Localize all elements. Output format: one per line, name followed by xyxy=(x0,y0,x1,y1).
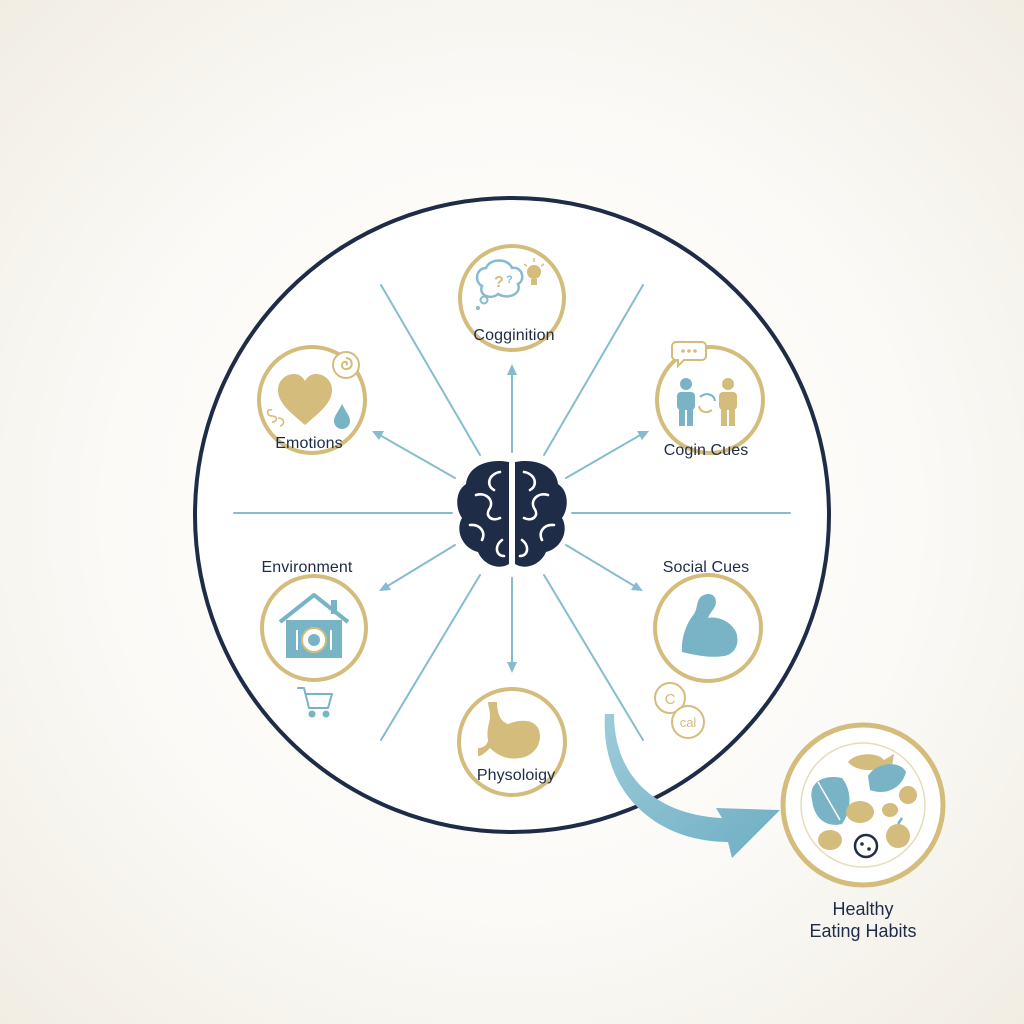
wind-swirl-icon xyxy=(266,408,285,427)
node-label-social-cues: Social Cues xyxy=(662,559,750,576)
node-label-cogin-cues: Cogin Cues xyxy=(663,442,749,459)
heart-icon xyxy=(278,374,332,425)
healthy-food-plate-icon xyxy=(780,722,946,888)
node-cognition: ? ? xyxy=(458,244,566,352)
thought-bubble-icon: ? ? xyxy=(475,258,545,310)
calorie-badges: C cal xyxy=(654,682,705,739)
swirl-icon xyxy=(332,351,360,379)
svg-text:C: C xyxy=(665,691,676,708)
svg-text:?: ? xyxy=(506,274,513,286)
node-label-emotions: Emotions xyxy=(275,435,343,452)
outcome-label: Healthy Eating Habits xyxy=(809,898,916,942)
arrow-heads xyxy=(372,364,649,673)
calorie-badge-text: cal xyxy=(680,715,697,730)
house-plate-icon xyxy=(278,593,350,658)
stomach-icon xyxy=(478,702,540,759)
node-label-environment: Environment xyxy=(261,559,353,576)
arrow-lines xyxy=(377,371,643,667)
droplet-icon xyxy=(334,404,350,429)
node-cogin-cues xyxy=(655,341,765,455)
node-emotions xyxy=(257,345,367,455)
outcome-arrow xyxy=(604,714,780,858)
outcome-label-line1: Healthy xyxy=(832,899,894,919)
people-talking-icon xyxy=(671,341,737,426)
outcome-label-line2: Eating Habits xyxy=(809,921,917,941)
node-label-cognition: Cogginition xyxy=(473,327,555,344)
spoke-lines xyxy=(233,284,791,741)
flexed-arm-icon xyxy=(681,594,738,657)
svg-text:?: ? xyxy=(494,274,504,291)
node-social-cues: C cal xyxy=(653,573,763,739)
node-environment xyxy=(260,574,368,718)
brain-icon xyxy=(457,460,567,567)
node-physiology xyxy=(457,687,567,797)
node-label-physiology: Physoloigy xyxy=(476,767,556,784)
speech-bubble-icon xyxy=(671,341,707,369)
shopping-cart-icon xyxy=(297,687,333,718)
